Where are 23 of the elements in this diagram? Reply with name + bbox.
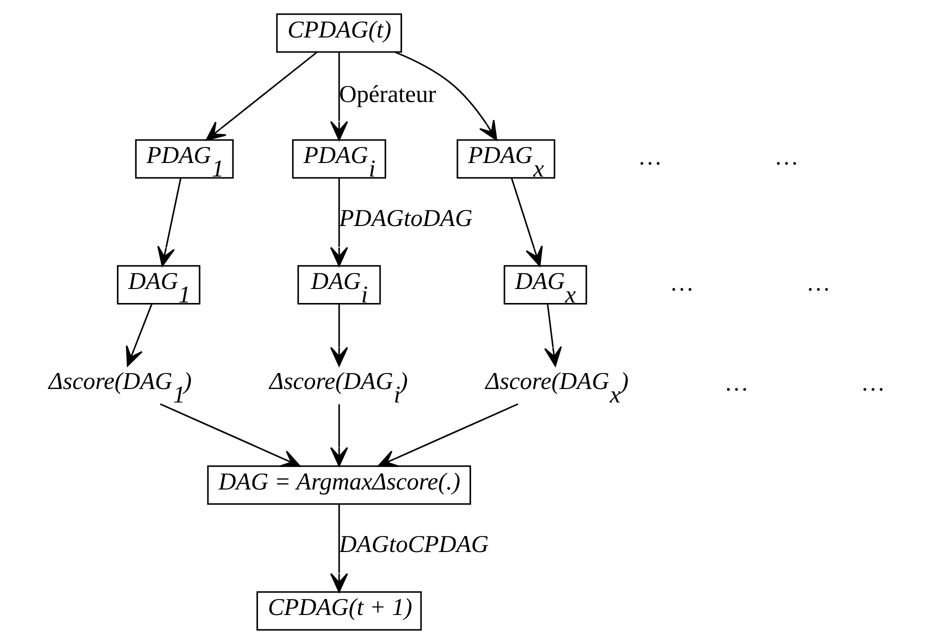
label: … (638, 144, 662, 171)
arrow (206, 52, 318, 141)
label: … (860, 370, 886, 397)
arrow (544, 304, 562, 366)
node-box: DAG = ArgmaxΔscore(.) (207, 465, 472, 505)
label: … (724, 370, 749, 397)
label: … (670, 270, 694, 297)
arrow (330, 304, 348, 366)
node-box: CPDAG(t) (276, 13, 402, 53)
arrow (378, 403, 518, 467)
arrow (394, 52, 498, 141)
node-box: CPDAG(t + 1) (256, 591, 422, 631)
label: … (774, 144, 799, 171)
arrow (330, 404, 348, 467)
arrow (160, 403, 301, 467)
label: … (806, 270, 830, 297)
arrow (157, 178, 182, 267)
arrow (330, 178, 348, 267)
arrow (330, 52, 348, 141)
arrow (330, 504, 348, 593)
arrow (510, 178, 543, 267)
edge-label: Opérateur (339, 80, 436, 108)
arrow (126, 304, 152, 366)
